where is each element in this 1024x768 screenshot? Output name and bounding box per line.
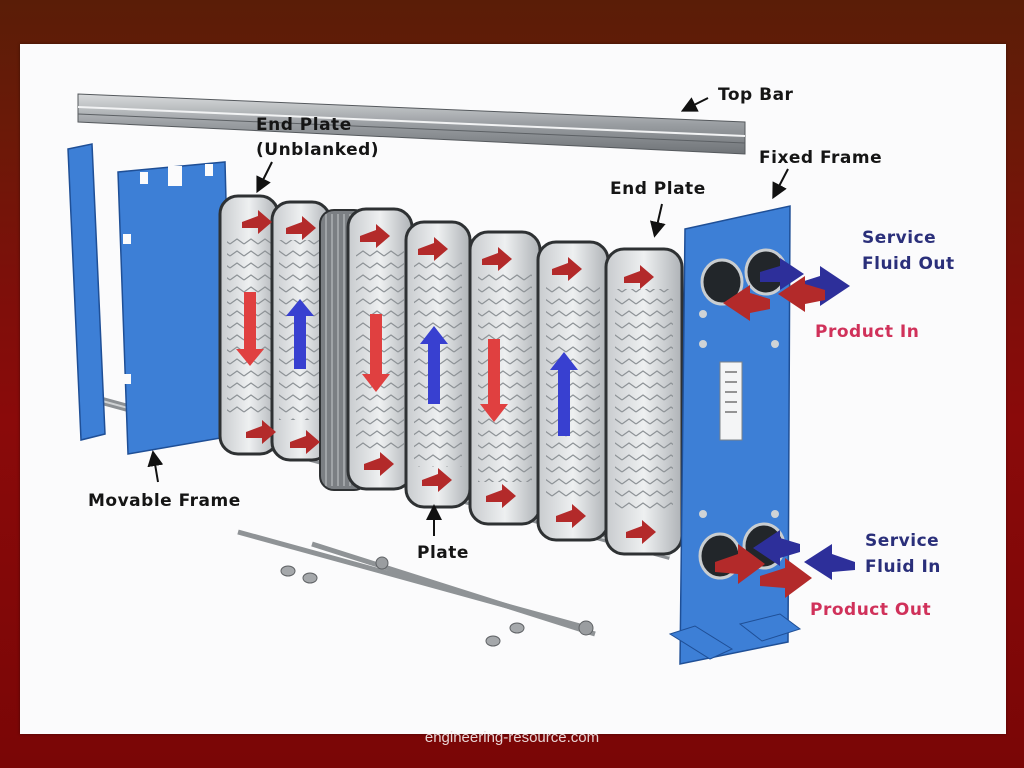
- source-credit: engineering-resource.com: [424, 729, 600, 746]
- plate-6: [536, 240, 610, 542]
- label-end-plate-unblanked-1: End Plate: [256, 115, 352, 135]
- service-fluid-in-arrow: [804, 544, 855, 580]
- hot-flow-arrow: [556, 504, 586, 528]
- leader-lines: [147, 97, 789, 536]
- label-end-plate: End Plate: [610, 179, 706, 199]
- hot-flow-arrow: [480, 339, 508, 422]
- port-arrows: [715, 258, 855, 598]
- product-in-arrow: [778, 276, 825, 312]
- heat-exchanger-diagram: [67, 93, 855, 665]
- hot-flow-arrow: [246, 420, 276, 444]
- hot-flow-arrow: [626, 520, 656, 544]
- product-in-arrow: [723, 285, 770, 321]
- plate-flow-arrows: [236, 210, 656, 544]
- hot-flow-arrow: [242, 210, 272, 234]
- top-bar: [77, 93, 746, 155]
- hot-flow-arrow: [236, 292, 264, 366]
- pressure-plate: [67, 143, 106, 441]
- hot-flow-arrow: [362, 314, 390, 392]
- hot-flow-arrow: [552, 257, 582, 281]
- label-end-plate-unblanked-2: (Unblanked): [256, 140, 380, 160]
- hot-flow-arrow: [360, 224, 390, 248]
- plate-5: [468, 230, 542, 526]
- cold-flow-arrow: [550, 352, 578, 436]
- label-movable-frame: Movable Frame: [88, 491, 241, 511]
- hot-flow-arrow: [624, 265, 654, 289]
- hot-flow-arrow: [486, 484, 516, 508]
- label-service-fluid-in-1: Service: [865, 531, 940, 551]
- product-out-arrow: [715, 544, 765, 584]
- nameplate: [719, 361, 743, 441]
- slide-card: Top Bar End Plate (Unblanked) Fixed Fram…: [20, 44, 1006, 734]
- hot-flow-arrow: [482, 247, 512, 271]
- label-fixed-frame: Fixed Frame: [759, 148, 883, 168]
- cold-flow-arrow: [286, 299, 314, 369]
- label-plate: Plate: [417, 543, 469, 563]
- service-fluid-in-arrow: [753, 530, 800, 566]
- plate-pack: [218, 194, 684, 556]
- plate-7: [604, 247, 684, 556]
- service-fluid-out-arrow: [795, 266, 850, 306]
- hot-flow-arrow: [422, 468, 452, 492]
- cold-flow-arrow: [420, 326, 448, 404]
- label-service-fluid-in-2: Fluid In: [865, 557, 941, 577]
- product-out-arrow: [760, 558, 812, 598]
- hot-flow-arrow: [364, 452, 394, 476]
- hot-flow-arrow: [418, 237, 448, 261]
- label-product-out: Product Out: [810, 600, 932, 620]
- label-service-fluid-out-1: Service: [862, 228, 937, 248]
- service-fluid-out-arrow: [760, 258, 804, 290]
- tie-rods: [237, 529, 596, 647]
- label-service-fluid-out-2: Fluid Out: [862, 254, 955, 274]
- hot-flow-arrow: [290, 430, 320, 454]
- label-top-bar: Top Bar: [718, 85, 794, 105]
- hot-flow-arrow: [286, 216, 316, 240]
- movable-frame: [117, 161, 233, 455]
- label-product-in: Product In: [815, 322, 920, 342]
